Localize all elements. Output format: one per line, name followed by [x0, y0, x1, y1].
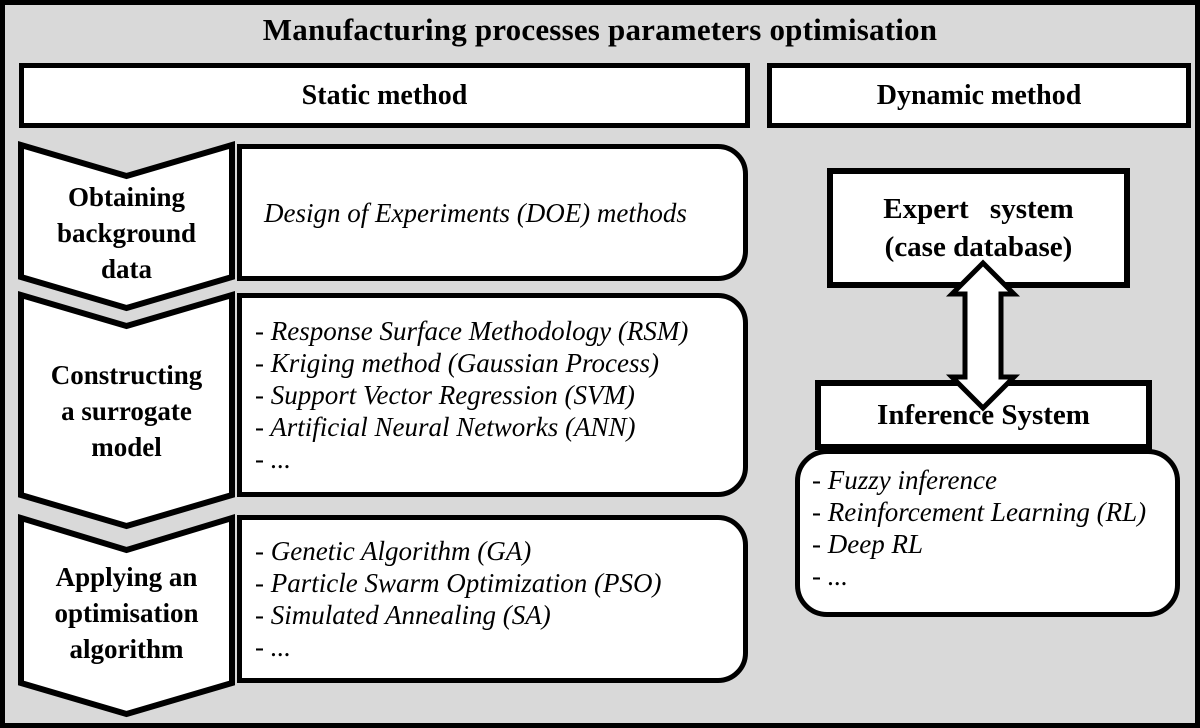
dynamic-method-header-label: Dynamic method [876, 79, 1082, 111]
chevron-banner-step-2 [18, 290, 235, 530]
method-item: - ... [255, 444, 291, 474]
method-item: - Particle Swarm Optimization (PSO) [255, 568, 662, 598]
method-item: - Deep RL [812, 529, 923, 559]
chevron-shape [18, 140, 235, 312]
step-label-line: optimisation [54, 598, 199, 628]
method-box-optimisation-algorithms: - Genetic Algorithm (GA) - Particle Swar… [237, 515, 748, 683]
method-item: - Genetic Algorithm (GA) [255, 536, 532, 566]
step-label-line: data [100, 253, 152, 284]
static-method-header-label: Static method [301, 79, 468, 111]
method-item: - Reinforcement Learning (RL) [812, 497, 1147, 527]
step-label-optimisation-algorithm: Applying an optimisation algorithm [18, 557, 235, 669]
step-label-line: Applying an [55, 562, 198, 592]
double-arrow-shape [945, 259, 1021, 412]
step-label-surrogate-model: Constructing a surrogate model [18, 355, 235, 467]
chevron-shape [18, 290, 235, 530]
static-method-header: Static method [19, 63, 750, 128]
expert-system-label-line: Expert system [883, 193, 1074, 225]
method-item: - ... [812, 561, 848, 591]
method-item: - Artificial Neural Networks (ANN) [255, 412, 636, 442]
step-label-line: Obtaining [67, 181, 186, 212]
step-label-line: background [56, 217, 197, 248]
step-label-line: algorithm [69, 634, 184, 664]
step-label-line: a surrogate [61, 396, 192, 426]
method-item: - Fuzzy inference [812, 465, 997, 495]
page-title: Manufacturing processes parameters optim… [262, 12, 938, 47]
method-item: - Response Surface Methodology (RSM) [255, 316, 689, 346]
step-label-line: model [91, 432, 162, 462]
method-item: - Kriging method (Gaussian Process) [255, 348, 659, 378]
method-item: - ... [255, 632, 291, 662]
method-item: - Simulated Annealing (SA) [255, 600, 551, 630]
inference-methods-box: - Fuzzy inference - Reinforcement Learni… [795, 449, 1180, 617]
chevron-banner-step-3 [18, 513, 235, 718]
method-box-surrogate-models: - Response Surface Methodology (RSM) - K… [237, 293, 748, 497]
step-label-obtaining-data: Obtaining background data [18, 175, 235, 290]
dynamic-method-header: Dynamic method [767, 63, 1191, 128]
step-label-line: Constructing [50, 360, 203, 390]
chevron-banner-step-1 [18, 140, 235, 312]
method-item: Design of Experiments (DOE) methods [264, 197, 687, 228]
method-item: - Support Vector Regression (SVM) [255, 380, 635, 410]
expert-system-label-line: (case database) [884, 231, 1073, 263]
chevron-shape [18, 513, 235, 718]
method-box-doe: Design of Experiments (DOE) methods [237, 144, 748, 281]
double-arrow-icon [945, 259, 1021, 412]
